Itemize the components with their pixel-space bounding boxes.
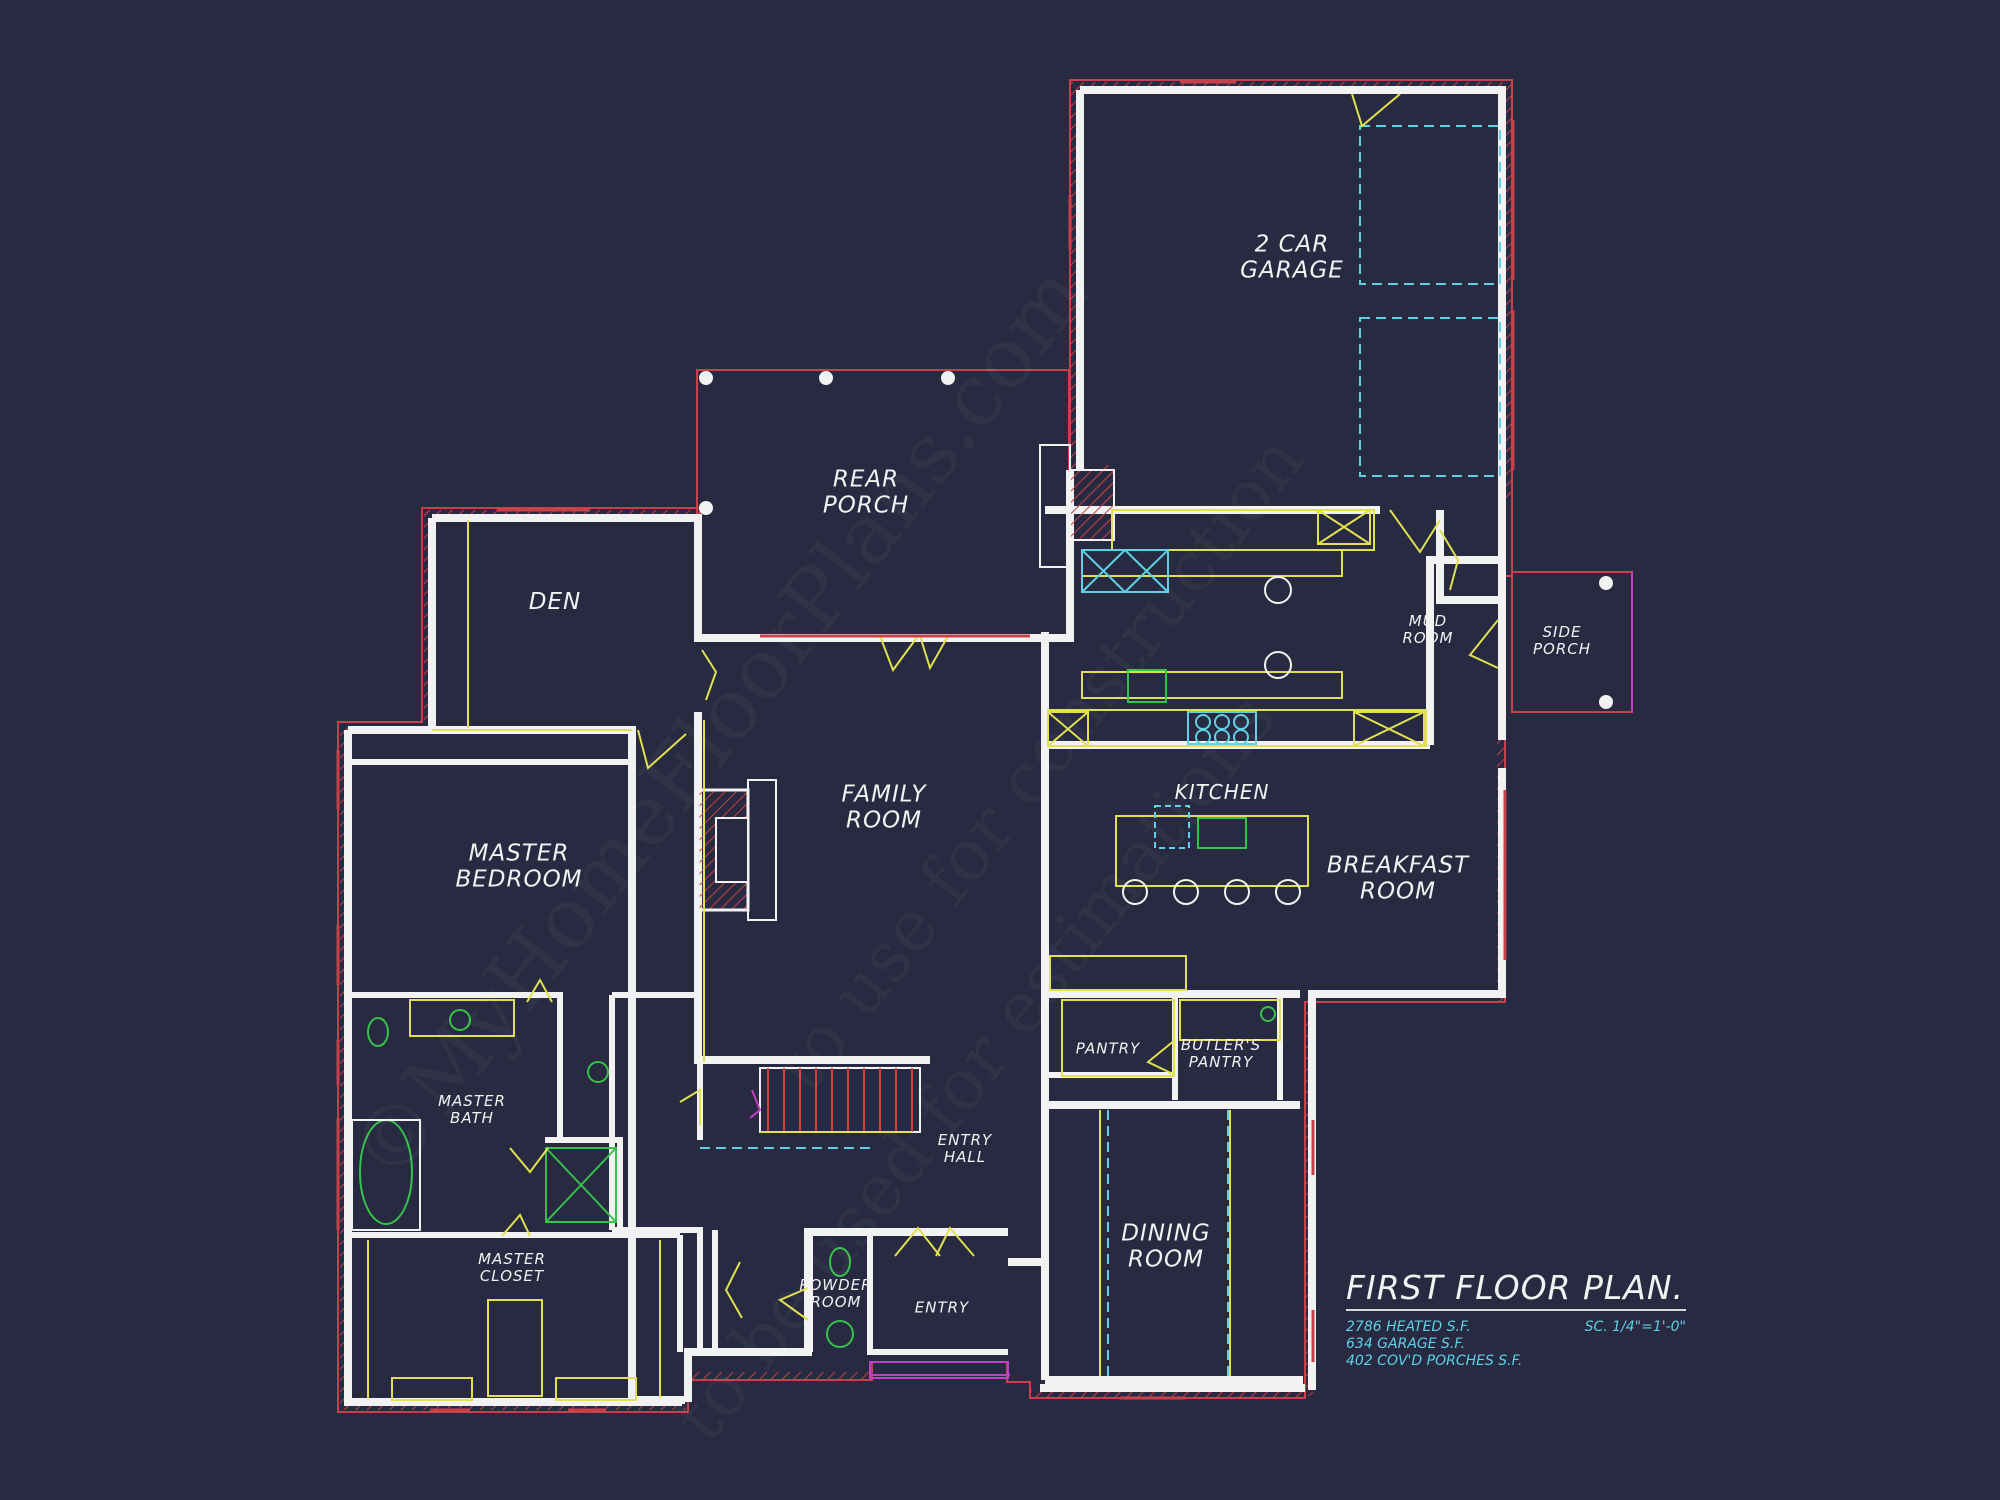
room-label-entry-hall: ENTRY HALL	[938, 1132, 992, 1166]
room-label-kitchen: KITCHEN	[1174, 779, 1270, 804]
porch-area: 402 COV'D PORCHES S.F.	[1346, 1353, 1523, 1369]
garage-area: 634 GARAGE S.F.	[1346, 1336, 1466, 1352]
room-label-master-bedroom: MASTER BEDROOM	[455, 840, 583, 893]
fireplaces	[696, 444, 1115, 921]
staircase	[700, 1067, 921, 1149]
room-label-entry: ENTRY	[914, 1298, 970, 1317]
room-label-mud-room-1: MUD	[1408, 612, 1448, 631]
heated-area: 2786 HEATED S.F.	[1346, 1319, 1471, 1335]
dining-dashed	[1107, 1110, 1229, 1382]
room-label-breakfast-room-1: BREAKFAST	[1326, 852, 1470, 879]
bath-fixtures	[351, 1006, 1276, 1348]
kitchen-cabinetry	[1047, 509, 1427, 1077]
room-label-master-bath: MASTER BATH	[438, 1093, 506, 1127]
room-label-master-bath-1: MASTER	[438, 1092, 506, 1111]
room-label-breakfast-room: BREAKFAST ROOM	[1326, 852, 1470, 905]
room-label-master-bedroom-1: MASTER	[468, 840, 570, 867]
room-label-mud-room: MUD ROOM	[1403, 613, 1454, 647]
room-label-garage-2: GARAGE	[1240, 257, 1344, 283]
room-label-breakfast-room-2: ROOM	[1359, 878, 1437, 904]
room-label-butlers-pantry-2: PANTRY	[1188, 1053, 1254, 1071]
room-label-rear-porch-1: REAR	[832, 466, 900, 493]
drawing-scale: SC. 1/4"=1'-0"	[1584, 1319, 1686, 1335]
room-label-butlers-pantry-1: BUTLER'S	[1180, 1036, 1262, 1055]
room-label-master-closet-2: CLOSET	[479, 1267, 545, 1285]
room-label-butlers-pantry: BUTLER'S PANTRY	[1181, 1037, 1261, 1071]
area-stats: 2786 HEATED S.F. 634 GARAGE S.F. 402 COV…	[1346, 1319, 1686, 1370]
room-label-powder-room-2: ROOM	[810, 1293, 862, 1311]
room-label-rear-porch: REAR PORCH	[822, 466, 910, 519]
room-label-family-room: FAMILY ROOM	[841, 781, 927, 834]
room-label-family-room-2: ROOM	[845, 807, 923, 833]
room-label-pantry: PANTRY	[1075, 1039, 1141, 1058]
porch-columns	[699, 371, 1613, 709]
room-label-den: DEN	[528, 589, 582, 616]
room-label-master-bedroom-2: BEDROOM	[455, 866, 583, 892]
parking-spaces	[1359, 125, 1501, 477]
room-label-garage-1: 2 CAR	[1254, 231, 1330, 258]
room-label-side-porch: SIDE PORCH	[1533, 624, 1591, 658]
windows	[336, 80, 1515, 1412]
room-label-mud-room-2: ROOM	[1402, 629, 1454, 647]
room-label-master-closet-1: MASTER	[478, 1250, 546, 1269]
front-stoop-outline	[869, 1361, 1009, 1379]
shelving	[367, 520, 1231, 1401]
room-label-powder-room-1: POWDER	[799, 1276, 873, 1295]
plan-title: FIRST FLOOR PLAN.	[1346, 1268, 1686, 1311]
room-label-rear-porch-2: PORCH	[822, 492, 910, 518]
room-label-master-closet: MASTER CLOSET	[478, 1251, 546, 1285]
doors	[501, 93, 1499, 1321]
room-label-side-porch-2: PORCH	[1532, 640, 1592, 658]
title-block: FIRST FLOOR PLAN. 2786 HEATED S.F. 634 G…	[1346, 1268, 1686, 1370]
room-label-entry-hall-1: ENTRY	[937, 1131, 993, 1150]
room-label-master-bath-2: BATH	[450, 1109, 494, 1127]
room-label-side-porch-1: SIDE	[1542, 623, 1582, 642]
room-label-dining-room-1: DINING	[1121, 1220, 1211, 1247]
room-label-powder-room: POWDER ROOM	[799, 1277, 872, 1311]
room-label-family-room-1: FAMILY	[841, 781, 927, 808]
room-label-entry-hall-2: HALL	[943, 1148, 987, 1166]
room-label-garage: 2 CAR GARAGE	[1240, 231, 1344, 284]
room-label-dining-room: DINING ROOM	[1121, 1220, 1211, 1273]
room-label-dining-room-2: ROOM	[1127, 1246, 1205, 1272]
